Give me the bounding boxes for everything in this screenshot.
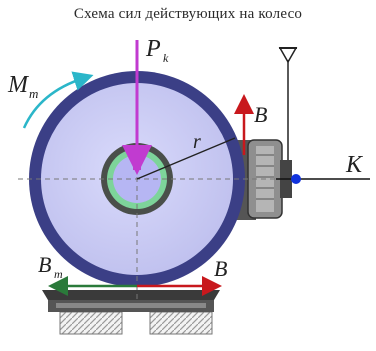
radius-line	[136, 137, 236, 180]
torque-label-sub: т	[29, 86, 38, 101]
b-lower-label: B	[214, 256, 227, 281]
k-axis-point	[291, 174, 301, 184]
torque-arrow	[22, 71, 94, 129]
rail	[42, 290, 220, 300]
bt-label-sub: т	[54, 267, 63, 281]
bt-label: B	[38, 252, 51, 277]
k-label: K	[345, 152, 364, 178]
support-left	[59, 311, 123, 335]
post-top-symbol	[278, 47, 298, 64]
radius-label: r	[193, 131, 201, 153]
load-label-sub: k	[163, 51, 169, 65]
diagram-title: Схема сил действующих на колесо	[73, 6, 303, 22]
load-label: P	[145, 36, 161, 62]
torque-label: M	[7, 72, 30, 98]
support-right	[149, 311, 213, 335]
b-upper-label: B	[254, 102, 267, 127]
